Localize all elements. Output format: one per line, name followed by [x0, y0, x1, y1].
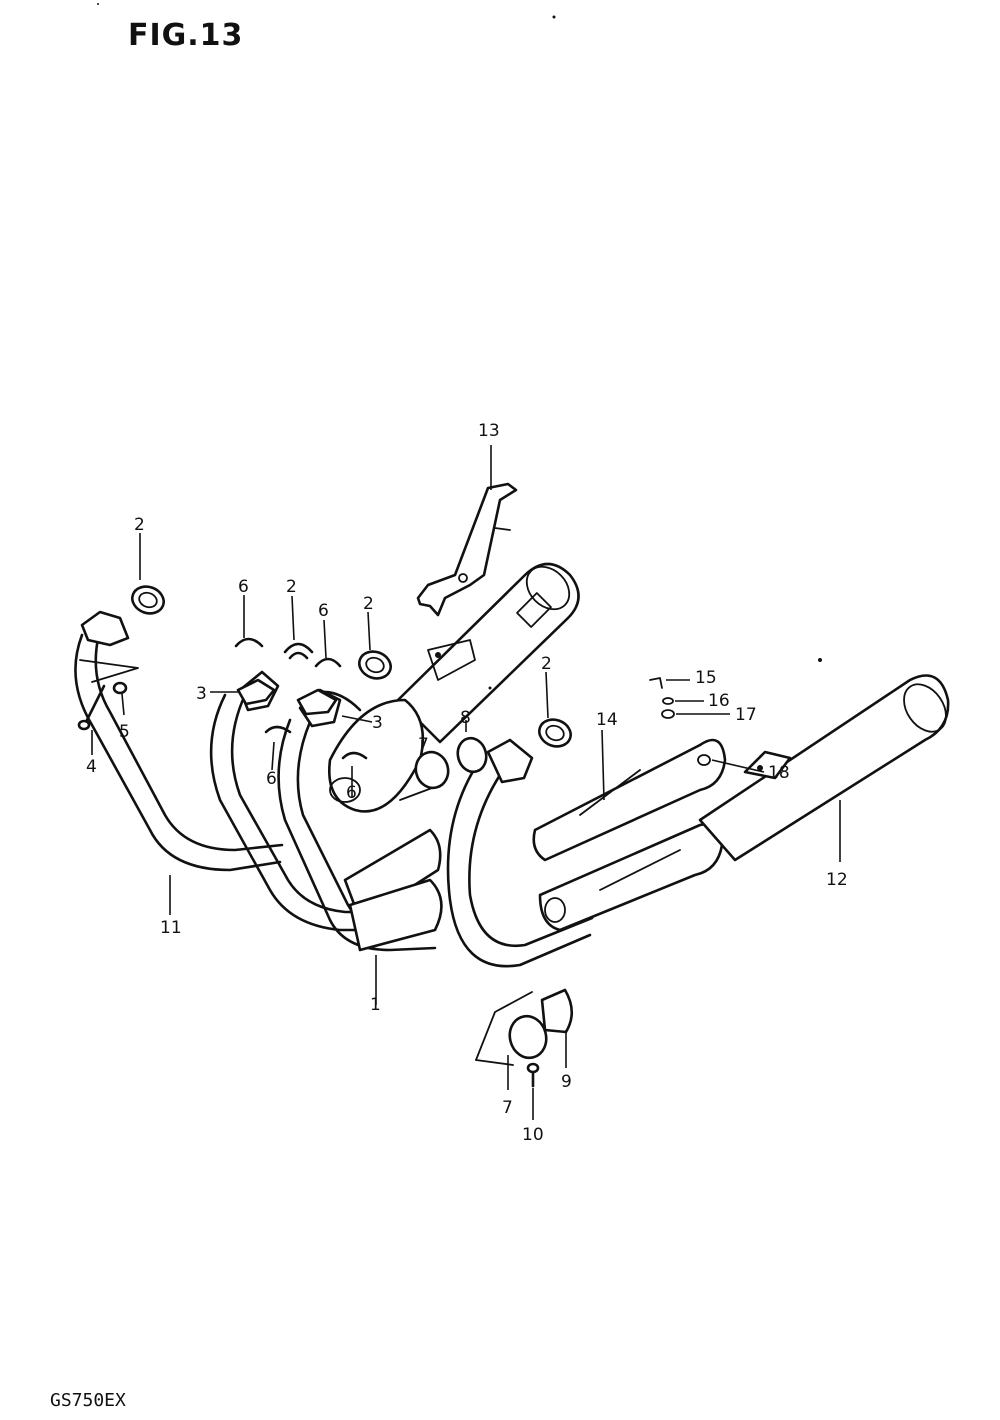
- gasket-parts: [131, 585, 572, 748]
- model-code: GS750EX: [50, 1390, 126, 1411]
- callout-7: 7: [418, 735, 429, 755]
- callout-8: 8: [460, 708, 471, 728]
- callout-11: 11: [160, 918, 182, 938]
- callout-4: 4: [86, 757, 97, 777]
- small-fittings: [77, 677, 711, 1088]
- callout-6: 6: [318, 601, 329, 621]
- callout-6: 6: [238, 577, 249, 597]
- callout-15: 15: [695, 668, 717, 688]
- exhaust-pipe-11: [74, 610, 284, 872]
- callout-3: 3: [372, 713, 383, 733]
- callout-2: 2: [541, 654, 552, 674]
- callout-2: 2: [363, 594, 374, 614]
- scan-specks: [97, 3, 822, 690]
- callout-6: 6: [346, 783, 357, 803]
- callout-17: 17: [735, 705, 757, 725]
- right-muffler: [698, 674, 950, 862]
- muffler-bracket: [416, 482, 518, 617]
- callout-9: 9: [561, 1072, 572, 1092]
- callout-5: 5: [119, 722, 130, 742]
- callout-1: 1: [370, 995, 381, 1015]
- left-muffler: [396, 562, 580, 744]
- leader-lines: [91, 445, 841, 1120]
- callout-6: 6: [266, 769, 277, 789]
- callout-2: 2: [286, 577, 297, 597]
- callout-labels: 13 2 6 2 6 2 2 15 16 17 3 5 4 3 8 14 6 7…: [86, 421, 848, 1145]
- figure-title: FIG.13: [128, 18, 244, 53]
- callout-7: 7: [502, 1098, 513, 1118]
- callout-13: 13: [478, 421, 500, 441]
- exhaust-pipe-right: [446, 738, 594, 968]
- callout-18: 18: [768, 763, 790, 783]
- callout-2: 2: [134, 515, 145, 535]
- callout-14: 14: [596, 710, 618, 730]
- callout-12: 12: [826, 870, 848, 890]
- callout-3: 3: [196, 684, 207, 704]
- callout-10: 10: [522, 1125, 544, 1145]
- right-collector: [532, 738, 727, 932]
- callout-16: 16: [708, 691, 730, 711]
- cotter-half-rings: [234, 637, 368, 760]
